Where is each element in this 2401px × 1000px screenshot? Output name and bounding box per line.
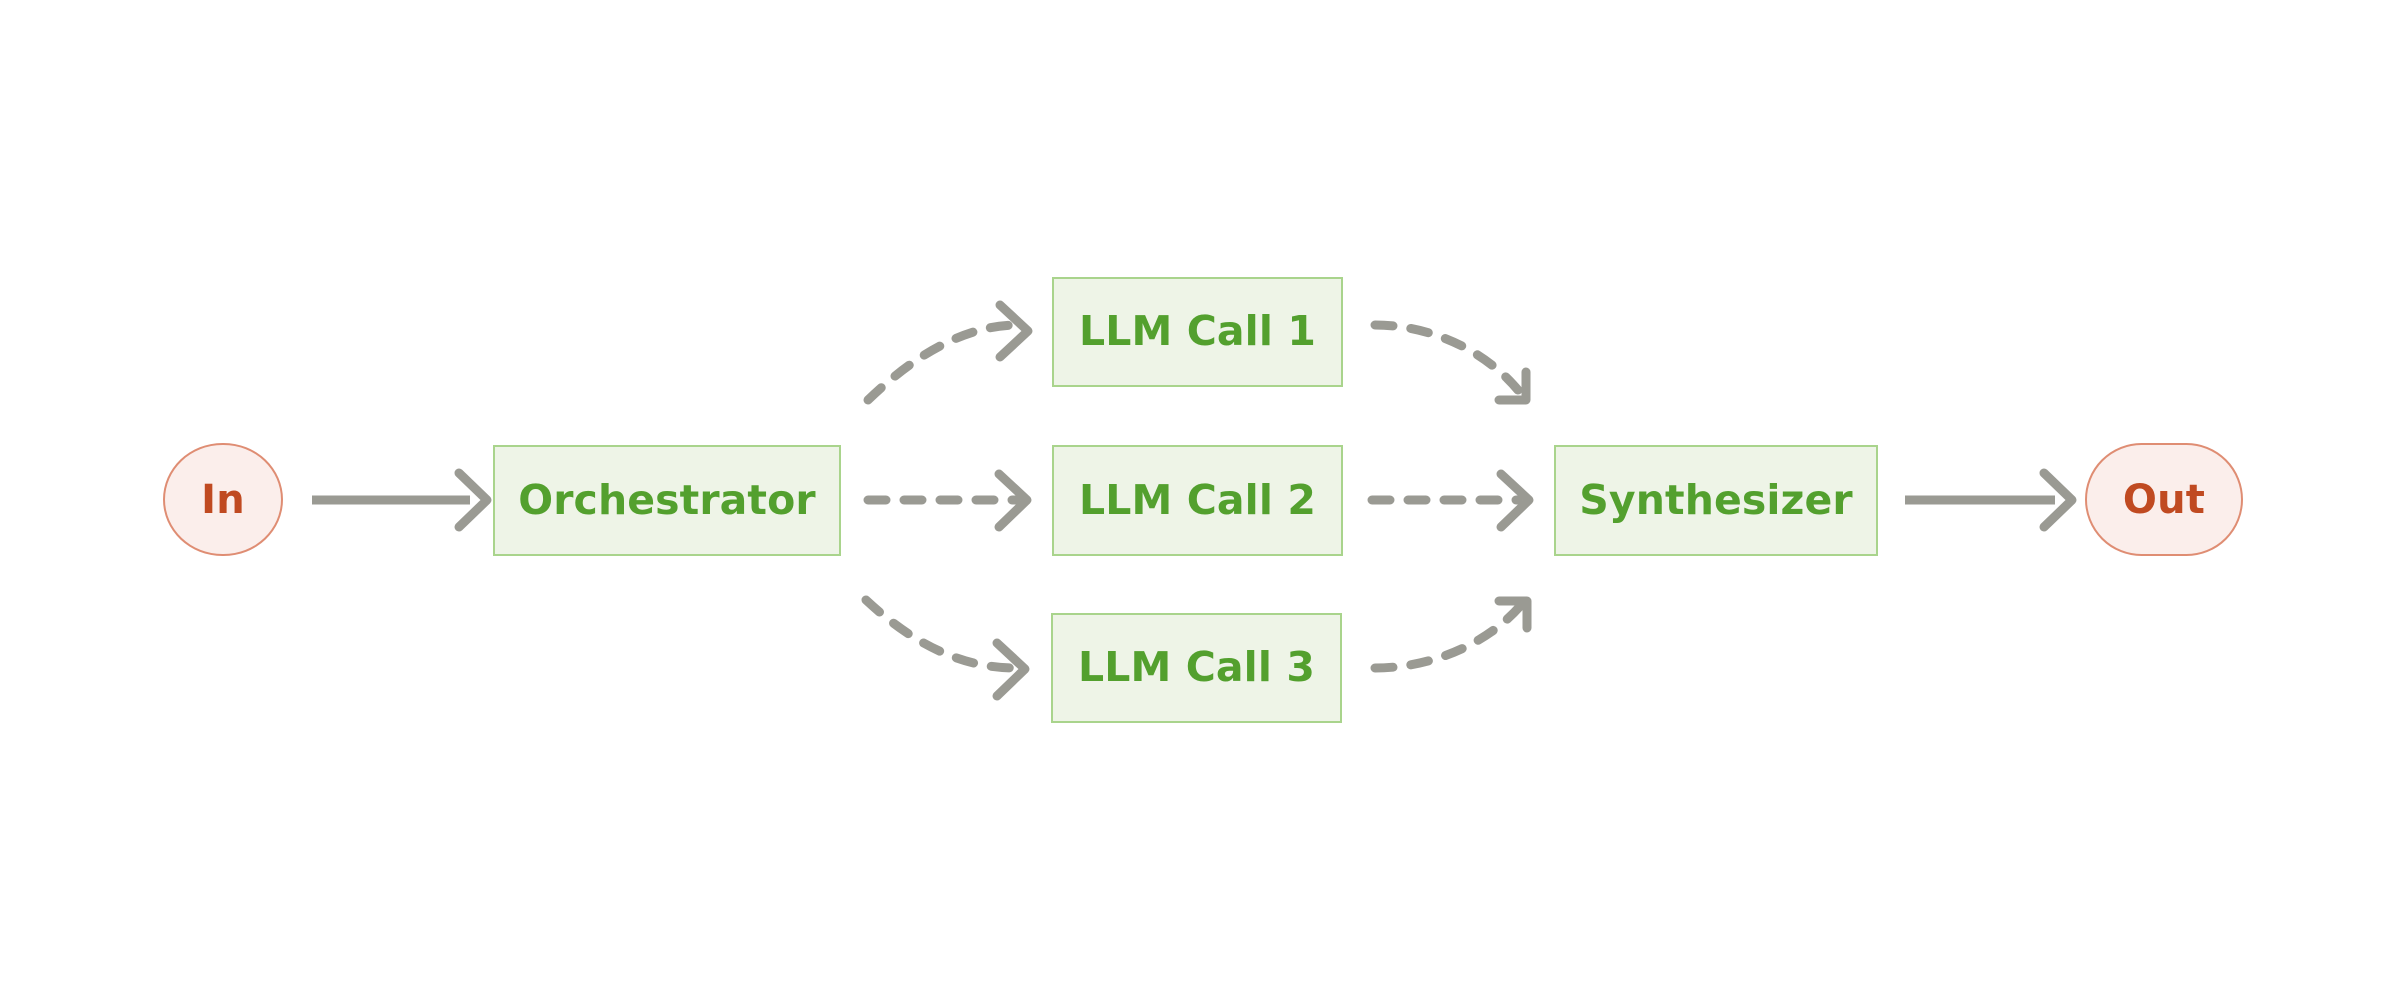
- node-llm-call-1[interactable]: LLM Call 1: [1052, 277, 1343, 387]
- node-orchestrator-label: Orchestrator: [518, 475, 816, 524]
- node-out-label: Out: [2122, 476, 2206, 523]
- node-llm-call-3[interactable]: LLM Call 3: [1051, 613, 1342, 723]
- edge-synthesizer-to-out: [1905, 468, 2077, 532]
- edge-llm-call-3-to-synthesizer: [1370, 596, 1532, 673]
- node-llm-call-2-label: LLM Call 2: [1079, 475, 1316, 524]
- node-orchestrator[interactable]: Orchestrator: [493, 445, 841, 556]
- node-out[interactable]: Out: [2085, 443, 2243, 556]
- node-in[interactable]: In: [163, 443, 283, 556]
- edge-orchestrator-to-llm-call-2: [863, 469, 1032, 532]
- node-llm-call-3-label: LLM Call 3: [1078, 643, 1315, 692]
- edge-in-to-orchestrator: [312, 468, 492, 532]
- node-synthesizer[interactable]: Synthesizer: [1554, 445, 1878, 556]
- node-llm-call-2[interactable]: LLM Call 2: [1052, 445, 1343, 556]
- node-in-label: In: [201, 476, 245, 523]
- edge-orchestrator-to-llm-call-1: [863, 300, 1033, 405]
- node-synthesizer-label: Synthesizer: [1579, 475, 1853, 524]
- edge-llm-call-2-to-synthesizer: [1367, 469, 1534, 532]
- node-llm-call-1-label: LLM Call 1: [1079, 307, 1316, 356]
- edge-llm-call-1-to-synthesizer: [1370, 320, 1531, 405]
- edge-orchestrator-to-llm-call-3: [861, 595, 1030, 701]
